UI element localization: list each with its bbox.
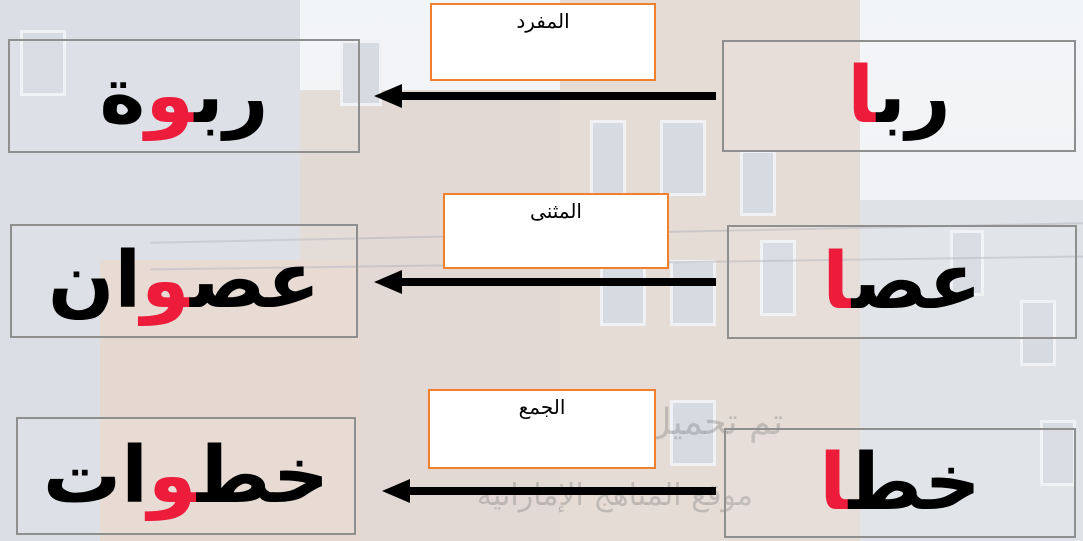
target-word: خطوات — [42, 431, 330, 521]
watermark-line-2: موقع المناهج الإماراتية — [476, 478, 753, 513]
highlight-letter: ا — [819, 438, 849, 528]
source-word-box: خطا — [724, 428, 1076, 538]
highlight-letter: و — [148, 431, 197, 521]
source-word-box: عصا — [727, 225, 1077, 339]
source-word: عصا — [822, 237, 982, 327]
target-word: عصوان — [47, 236, 321, 326]
label-box: المثنى — [443, 193, 669, 269]
highlight-letter: ا — [822, 237, 852, 327]
label-box: المفرد — [430, 3, 656, 81]
source-word: ربا — [847, 51, 951, 141]
left-arrow-icon — [374, 84, 716, 108]
left-arrow-icon — [374, 270, 716, 294]
left-arrow-icon — [382, 479, 716, 503]
source-word-box: ربا — [722, 40, 1076, 152]
highlight-letter: و — [141, 236, 191, 326]
label-dual: المثنى — [530, 199, 582, 223]
highlight-letter: و — [145, 51, 195, 141]
target-word-box: خطوات — [16, 417, 356, 535]
highlight-letter: ا — [847, 51, 877, 141]
label-box: الجمع — [428, 389, 656, 469]
label-plural: الجمع — [518, 395, 566, 419]
label-singular: المفرد — [516, 9, 570, 33]
target-word-box: ربوة — [8, 39, 360, 153]
source-word: خطا — [819, 438, 981, 528]
target-word-box: عصوان — [10, 224, 358, 338]
target-word: ربوة — [99, 51, 269, 141]
